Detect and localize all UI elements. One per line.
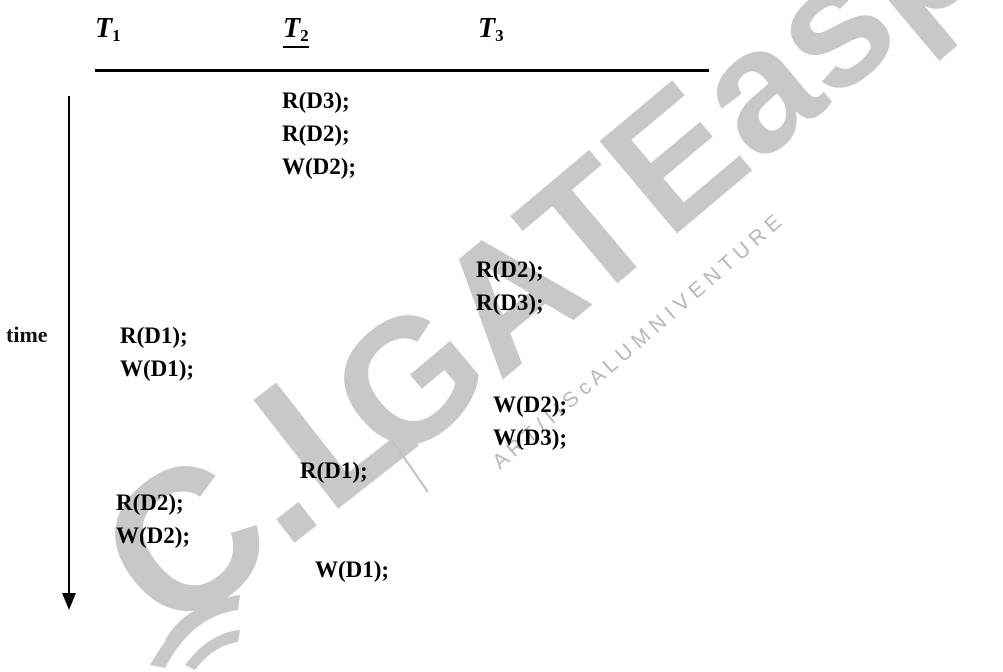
column-header-t2: T2 [283, 15, 309, 48]
time-label: time [6, 322, 50, 348]
t1-sub: 1 [112, 26, 121, 45]
t2-sub: 2 [300, 26, 309, 45]
t1-op-write-d1: W(D1); [120, 356, 195, 381]
watermark-brand: GATEaspire [294, 0, 1003, 499]
t2-op-write-d2: W(D2); [282, 154, 357, 179]
watermark-divider [377, 419, 429, 493]
t1-op-read-d1: R(D1); [120, 323, 188, 348]
t2-letter: T [283, 13, 301, 44]
t2-op-read-d2: R(D2); [282, 121, 350, 146]
t2-op-read-d3: R(D3); [282, 88, 350, 113]
t2-op-write-d1: W(D1); [315, 557, 390, 582]
t1-op-write-d2: W(D2); [116, 523, 191, 548]
time-axis-arrow [62, 96, 76, 610]
t1-letter: T [95, 13, 113, 44]
column-header-t1: T1 [95, 13, 121, 45]
t3-sub: 3 [495, 26, 504, 45]
t3-op-read-d2: R(D2); [476, 257, 544, 282]
t3-letter: T [478, 13, 496, 44]
column-header-t3: T3 [478, 13, 504, 45]
header-rule [95, 69, 709, 72]
t1-op-read-d2: R(D2); [116, 490, 184, 515]
t3-op-write-d2: W(D2); [493, 392, 568, 417]
t2-op-read-d1: R(D1); [300, 458, 368, 483]
t3-op-read-d3: R(D3); [476, 290, 544, 315]
pinwheel-icon [150, 595, 240, 670]
t3-op-write-d3: W(D3); [493, 425, 568, 450]
